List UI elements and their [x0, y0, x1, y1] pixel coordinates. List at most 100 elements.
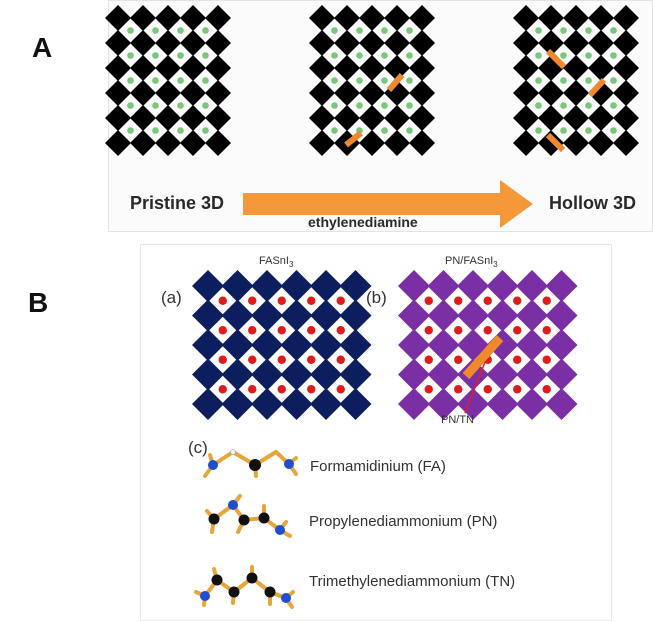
a-site-cation	[248, 326, 257, 335]
a-site-cation	[406, 77, 413, 84]
octahedron	[180, 130, 206, 156]
octahedron	[545, 329, 578, 361]
a-site-cation	[127, 102, 134, 109]
a-site-cation	[202, 77, 209, 84]
octahedron	[538, 105, 564, 131]
a-site-cation	[202, 52, 209, 59]
a-site-cation	[307, 326, 316, 335]
a-site-cation	[152, 77, 159, 84]
octahedron	[588, 105, 614, 131]
spacer-molecule	[545, 48, 567, 70]
octahedron	[538, 130, 564, 156]
octahedron	[398, 299, 430, 332]
octahedron	[513, 105, 539, 131]
spacer-molecule	[462, 334, 504, 380]
octahedron	[105, 5, 131, 31]
octahedron	[384, 105, 410, 131]
a-site-cation	[513, 296, 522, 305]
a-site-cation	[177, 27, 184, 34]
a-site-cation	[381, 127, 388, 134]
atom-nitrogen	[200, 591, 210, 601]
atom-carbon	[249, 459, 261, 471]
octahedron	[309, 105, 335, 131]
a-site-cation	[381, 102, 388, 109]
a-site-cation	[307, 355, 316, 364]
octahedron	[280, 329, 313, 361]
octahedron	[359, 130, 385, 156]
octahedron	[180, 30, 206, 56]
atom-nitrogen	[208, 460, 218, 470]
a-site-cation	[202, 127, 209, 134]
octahedron	[513, 130, 539, 156]
octahedron	[339, 329, 372, 361]
octahedron	[409, 30, 435, 56]
pointer-line	[464, 361, 486, 414]
octahedron	[384, 130, 410, 156]
octahedron	[105, 105, 131, 131]
atom-nitrogen	[228, 500, 238, 510]
sub-label-c: (c)	[188, 438, 208, 457]
a-site-cation	[381, 27, 388, 34]
octahedron	[486, 358, 519, 391]
a-site-cation	[218, 296, 227, 305]
a-site-cation	[202, 102, 209, 109]
a-site-cation	[277, 296, 286, 305]
a-site-cation	[483, 296, 492, 305]
octahedron	[513, 80, 539, 106]
a-site-cation	[610, 102, 617, 109]
octahedron	[130, 55, 156, 81]
sub-label-b: (b)	[366, 288, 387, 307]
a-site-cation	[127, 27, 134, 34]
a-site-cation	[218, 355, 227, 364]
spacer-molecule	[386, 73, 405, 92]
a-site-cation	[218, 326, 227, 335]
sub-label-a: (a)	[161, 288, 182, 307]
a-site-cation	[277, 355, 286, 364]
octahedron	[359, 30, 385, 56]
octahedron	[130, 130, 156, 156]
a-site-cation	[535, 102, 542, 109]
molecule-label-pn: Propylenediammonium (PN)	[309, 513, 498, 530]
a-site-cation	[535, 77, 542, 84]
atom-carbon	[264, 586, 276, 598]
a-site-cation	[356, 102, 363, 109]
octahedron	[398, 358, 430, 391]
a-site-cation	[336, 385, 345, 394]
a-site-cation	[406, 52, 413, 59]
a-site-cation	[424, 326, 433, 335]
octahedron	[310, 358, 342, 391]
octahedron	[359, 5, 385, 31]
octahedron	[251, 329, 283, 361]
a-site-cation	[277, 326, 286, 335]
octahedron	[486, 299, 519, 332]
octahedron	[427, 388, 460, 420]
a-site-cation	[542, 355, 551, 364]
octahedron	[334, 80, 360, 106]
a-site-cation	[331, 127, 338, 134]
octahedron	[309, 30, 335, 56]
octahedron	[221, 270, 254, 302]
a-site-cation	[610, 27, 617, 34]
a-site-cation	[454, 385, 463, 394]
a-site-cation	[177, 77, 184, 84]
octahedron	[155, 5, 181, 31]
octahedron	[563, 30, 589, 56]
a-site-cation	[542, 385, 551, 394]
octahedron	[221, 299, 254, 332]
a-site-cation	[218, 385, 227, 394]
a-site-cation	[610, 52, 617, 59]
a-site-cation	[152, 127, 159, 134]
octahedron	[205, 105, 231, 131]
octahedron	[613, 30, 639, 56]
octahedron	[205, 30, 231, 56]
octahedron	[613, 130, 639, 156]
octahedron	[221, 388, 254, 420]
octahedron	[130, 80, 156, 106]
a-site-cation	[336, 296, 345, 305]
octahedron	[613, 5, 639, 31]
octahedron	[251, 299, 283, 332]
spacer-molecule	[587, 77, 607, 98]
a-site-cation	[331, 77, 338, 84]
